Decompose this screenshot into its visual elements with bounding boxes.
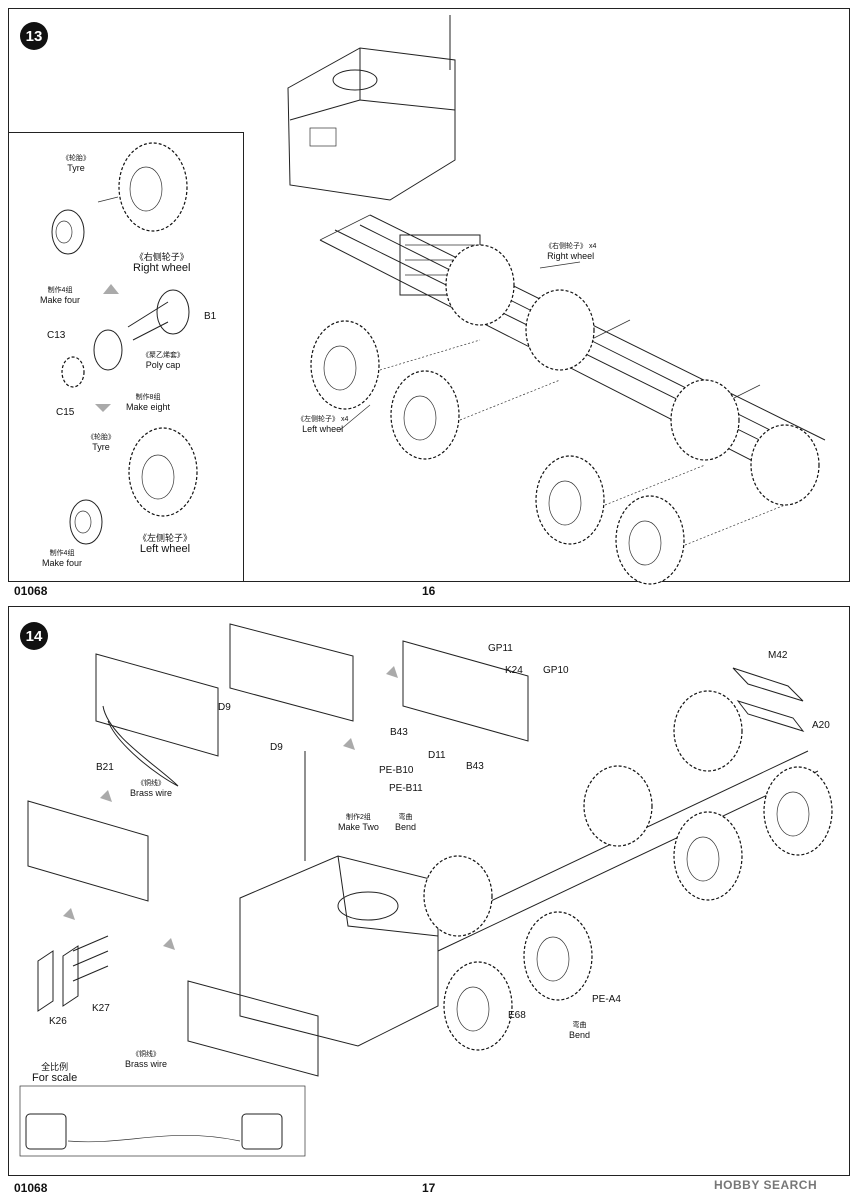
part-m42: M42 xyxy=(768,650,788,661)
part-pe-b11: PE-B11 xyxy=(389,783,423,794)
part-d11: D11 xyxy=(428,750,446,761)
brass-wire-label-2: 《铜线》Brass wire xyxy=(125,1051,168,1069)
part-e68: E68 xyxy=(508,1010,526,1021)
part-b43-a: B43 xyxy=(390,727,408,738)
right-wheel-title: 《右侧轮子》Right wheel xyxy=(133,252,191,274)
step-number-13: 13 xyxy=(20,22,48,50)
part-k27: K27 xyxy=(92,1003,110,1014)
tyre-label-2: 《轮胎》Tyre xyxy=(87,434,115,452)
part-b43-b: B43 xyxy=(466,761,484,772)
part-gp11: GP11 xyxy=(488,643,513,654)
part-b1: B1 xyxy=(204,311,217,322)
part-k26: K26 xyxy=(49,1016,67,1027)
chassis-assembly-drawing xyxy=(287,15,826,585)
wheel-inset-box xyxy=(8,132,244,582)
part-k24: K24 xyxy=(505,665,523,676)
left-wheel-title: 《左侧轮子》Left wheel xyxy=(138,533,193,555)
page-number: 16 xyxy=(422,584,436,598)
product-code: 01068 xyxy=(14,584,48,598)
tyre-label: 《轮胎》Tyre xyxy=(62,155,90,173)
part-pe-b10: PE-B10 xyxy=(379,765,414,776)
page-number-2: 17 xyxy=(422,1181,436,1195)
part-b21: B21 xyxy=(96,762,114,773)
part-gp10: GP10 xyxy=(543,665,569,676)
product-code-2: 01068 xyxy=(14,1181,48,1195)
part-d9-b: D9 xyxy=(270,742,283,753)
final-assembly-drawing xyxy=(19,623,833,1157)
part-d9-a: D9 xyxy=(218,702,231,713)
part-c13: C13 xyxy=(47,330,66,341)
part-a20: A20 xyxy=(812,720,830,731)
poly-cap-label: 《聚乙烯套》Poly cap xyxy=(142,352,184,370)
brass-wire-label: 《铜线》Brass wire xyxy=(130,780,173,798)
watermark: HOBBY SEARCH xyxy=(714,1178,818,1192)
part-c15: C15 xyxy=(56,407,75,418)
step-number-14: 14 xyxy=(20,622,48,650)
wheel-assembly-drawing xyxy=(51,142,198,545)
part-pe-a4: PE-A4 xyxy=(592,994,621,1005)
page-17-frame xyxy=(8,606,850,1176)
